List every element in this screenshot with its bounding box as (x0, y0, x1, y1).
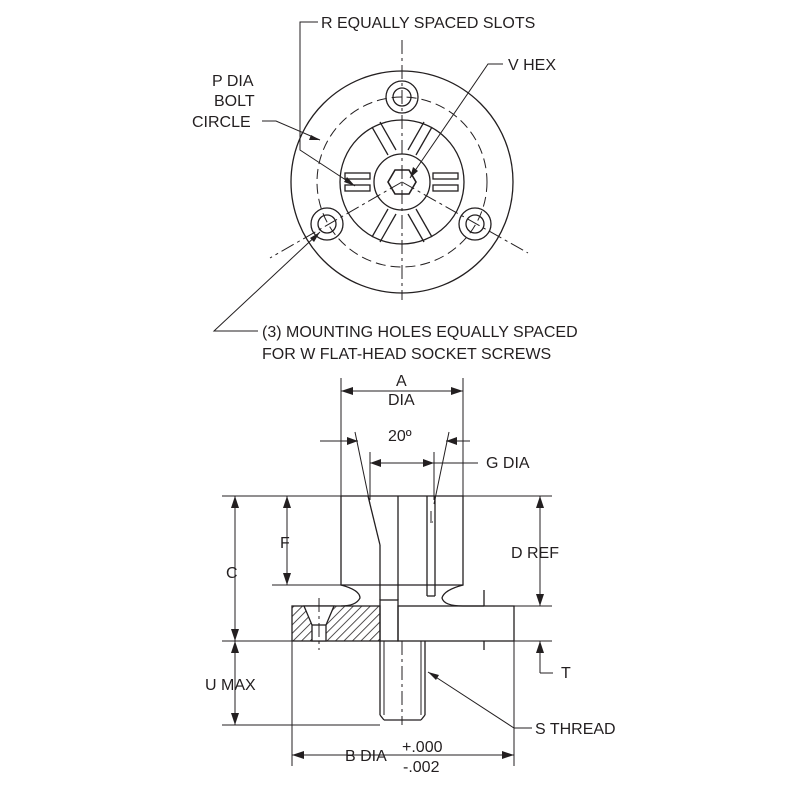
flange-left-hatched (291, 605, 381, 642)
s-thread-leader (427, 671, 532, 729)
dref-label: D REF (511, 545, 559, 562)
umax-label: U MAX (205, 677, 256, 694)
pdia-label-line3: CIRCLE (192, 114, 251, 131)
slots-label: R EQUALLY SPACED SLOTS (321, 15, 535, 32)
f-label: F (280, 535, 290, 552)
a-label-line2: DIA (388, 392, 415, 409)
pdia-label-line2: BOLT (214, 93, 255, 110)
holes-label-line2: FOR W FLAT-HEAD SOCKET SCREWS (262, 346, 551, 363)
pdia-label-line1: P DIA (212, 73, 254, 90)
mounting-hole-right (458, 207, 492, 241)
hex-socket (387, 169, 417, 195)
gdia-label: G DIA (486, 455, 530, 472)
tolerance-minus: -.002 (403, 759, 440, 776)
t-label: T (561, 665, 571, 682)
pdia-leader (262, 120, 321, 141)
center-bore (373, 153, 431, 211)
left-fillet (340, 584, 361, 607)
angle-label: 20º (388, 428, 412, 445)
flange-center (379, 599, 399, 642)
slots-leader (299, 21, 356, 187)
flange-right (397, 605, 515, 642)
holes-leader (212, 231, 321, 332)
centerline-right (401, 181, 529, 254)
head-outline (340, 495, 464, 586)
side-view (222, 378, 553, 766)
holes-label-line1: (3) MOUNTING HOLES EQUALLY SPACED (262, 324, 578, 341)
c-label: C (226, 565, 238, 582)
labels: R EQUALLY SPACED SLOTS V HEX P DIA BOLT … (192, 15, 616, 776)
hex-label: V HEX (508, 57, 556, 74)
mounting-hole-left (310, 207, 344, 241)
right-fillet (441, 584, 464, 607)
tolerance-plus: +.000 (402, 739, 443, 756)
a-label-line1: A (396, 373, 407, 390)
slots (344, 121, 459, 243)
mounting-hole-top (385, 80, 419, 114)
sthread-label: S THREAD (535, 721, 616, 738)
bdia-label: B DIA (345, 748, 387, 765)
centerline-left (269, 181, 403, 259)
hex-leader (409, 63, 503, 179)
top-view (212, 21, 529, 332)
